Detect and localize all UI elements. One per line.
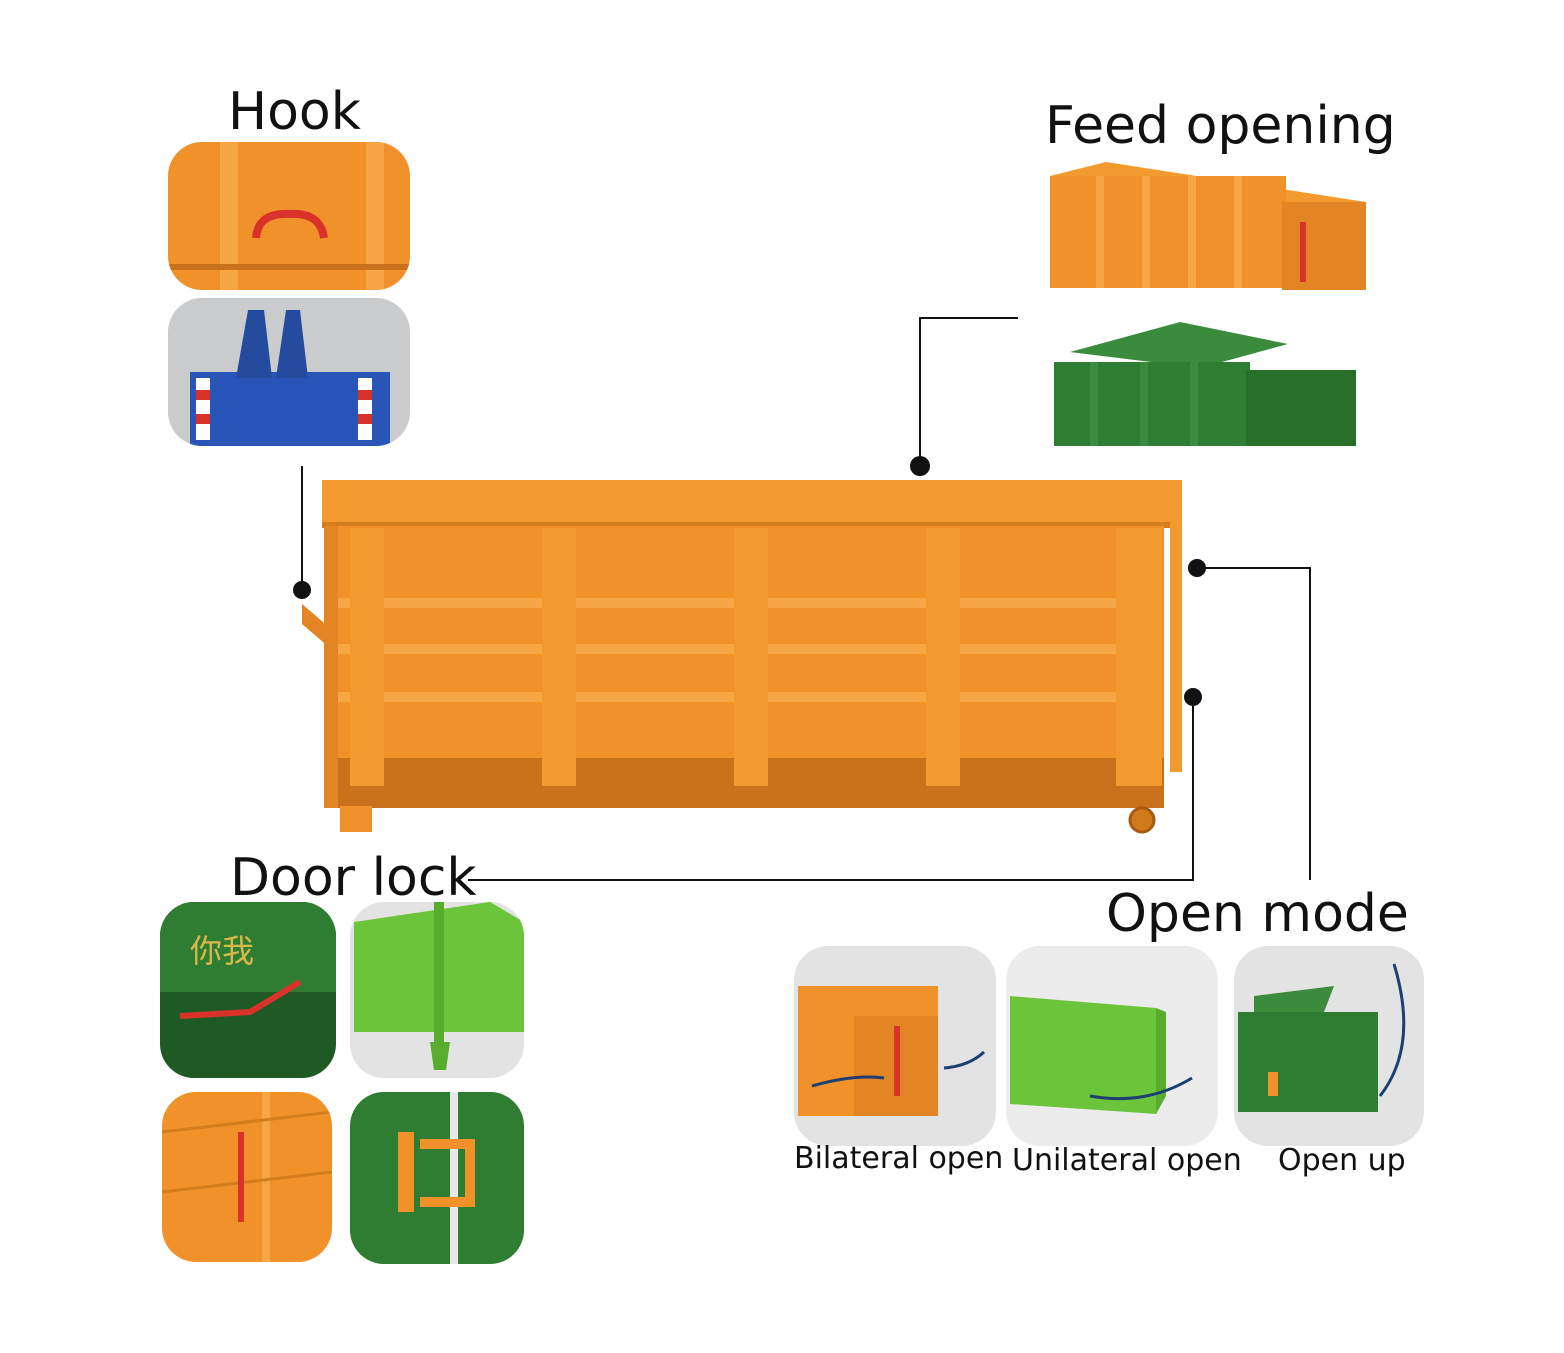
door-lock-photo-green-truck: 你我 [160,902,336,1078]
door-lock-photo-green-box [350,902,524,1078]
door-lock-label: Door lock [230,848,477,908]
open-mode-label: Open mode [1106,884,1409,944]
feed-opening-photo-orange [1050,162,1366,290]
feed-opening-dot [910,456,930,476]
open-mode-bilateral-label: Bilateral open [794,1141,1004,1176]
feed-opening-label: Feed opening [1045,96,1396,156]
open-mode-up-label: Open up [1278,1143,1406,1178]
open-mode-dot [1188,559,1206,577]
hook-photo-orange [168,142,410,290]
hook-label: Hook [228,82,361,142]
open-mode-leader-line [1200,567,1311,880]
feed-opening-photo-green [1054,322,1356,446]
hook-photo-blue [168,298,410,446]
door-lock-photo-cylinder [350,1092,524,1264]
open-mode-up-photo[interactable] [1234,946,1424,1146]
door-lock-photo-orange [162,1092,332,1262]
feed-opening-leader-line [919,317,1018,466]
door-lock-truck-lettering: 你我 [190,932,254,970]
open-mode-bilateral-photo[interactable] [794,946,996,1146]
main-container-image [302,480,1182,834]
open-mode-unilateral-photo[interactable] [1006,946,1218,1146]
open-mode-unilateral-label: Unilateral open [1012,1143,1242,1178]
